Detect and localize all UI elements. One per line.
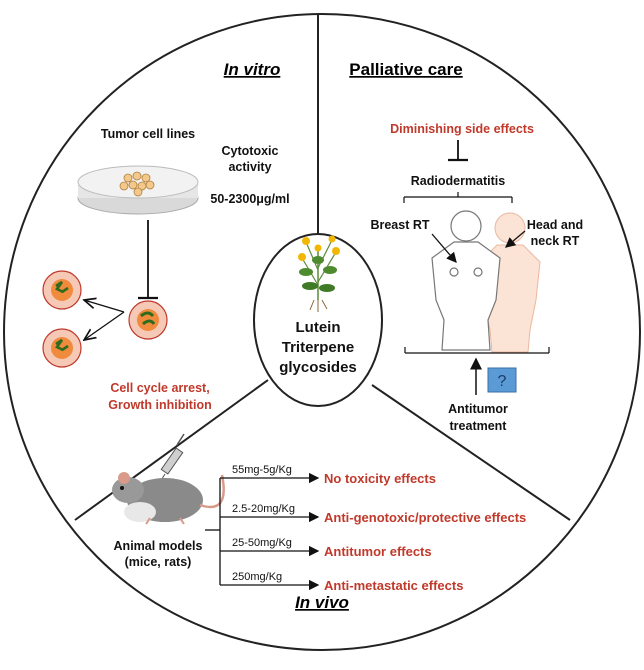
cell-cycle-line-1: Cell cycle arrest,: [110, 381, 209, 395]
effect-label: Anti-genotoxic/protective effects: [324, 510, 526, 525]
head-neck-line-2: neck RT: [531, 234, 580, 248]
rat-icon: [112, 472, 225, 525]
center-line-3: glycosides: [279, 359, 357, 376]
cell-icon: [128, 300, 168, 340]
effect-label: Anti-metastatic effects: [324, 578, 463, 593]
effect-label: Antitumor effects: [324, 544, 432, 559]
center-line-2: Triterpene: [282, 339, 355, 356]
center-ellipse: [253, 233, 383, 407]
dose-label: 25-50mg/Kg: [232, 537, 292, 549]
plant-icon: [298, 235, 340, 312]
cytotoxic-line-2: activity: [228, 160, 271, 174]
antitumor-line-2: treatment: [450, 419, 508, 433]
cell-cycle-line-2: Growth inhibition: [108, 398, 211, 412]
center-line-1: Lutein: [296, 319, 341, 336]
tumor-cell-lines-label: Tumor cell lines: [101, 127, 195, 141]
breast-rt-label: Breast RT: [370, 218, 429, 232]
human-figure-front: [431, 210, 501, 351]
dose-label: 55mg-5g/Kg: [232, 464, 292, 476]
question-mark: ?: [498, 373, 507, 390]
dose-label: 2.5-20mg/Kg: [232, 503, 295, 515]
cytotoxic-line-1: Cytotoxic: [222, 144, 279, 158]
cell-icon: [42, 328, 82, 368]
radiodermatitis-label: Radiodermatitis: [411, 174, 506, 188]
antitumor-line-1: Antitumor: [448, 402, 508, 416]
concentration-label: 50-2300μg/ml: [210, 192, 289, 206]
divider-lower-left: [74, 379, 269, 521]
head-neck-line-1: Head and: [527, 218, 583, 232]
animal-models-line-2: (mice, rats): [125, 555, 192, 569]
syringe-icon: [159, 433, 185, 483]
in-vivo-title: In vivo: [295, 593, 349, 612]
question-box: [487, 367, 517, 393]
diminishing-label: Diminishing side effects: [390, 122, 534, 136]
palliative-title: Palliative care: [349, 60, 462, 79]
dose-label: 250mg/Kg: [232, 571, 282, 583]
animal-models-line-1: Animal models: [114, 539, 203, 553]
divider-lower-right: [371, 384, 571, 521]
effect-label: No toxicity effects: [324, 471, 436, 486]
petri-dish-icon: [77, 165, 199, 215]
cell-icon: [42, 270, 82, 310]
in-vivo-effects: 55mg-5g/Kg No toxicity effects 2.5-20mg/Kg…: [220, 464, 526, 593]
in-vitro-title: In vitro: [224, 60, 281, 79]
